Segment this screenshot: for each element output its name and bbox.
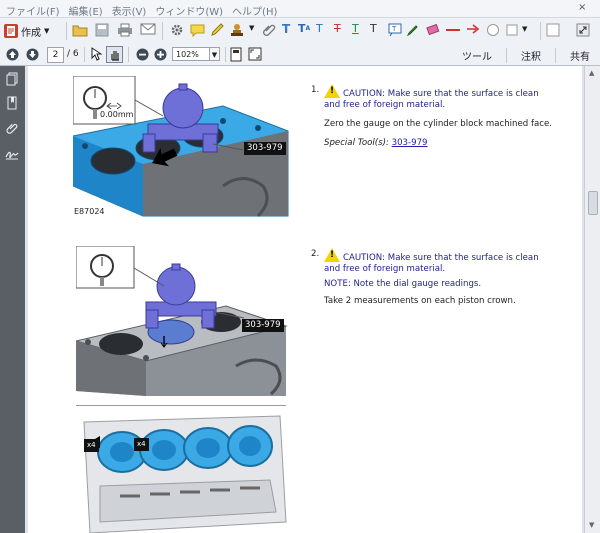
comment-icon[interactable] — [190, 23, 205, 37]
page-number-input[interactable]: 2 — [47, 47, 64, 63]
print-icon[interactable] — [117, 23, 133, 37]
gauge-reading: 0.00mm — [100, 110, 134, 119]
right-panel-links: ツール 注釈 共有 — [462, 48, 590, 63]
text-callout-icon[interactable]: T — [388, 23, 402, 37]
zoom-level-input[interactable]: 102% — [172, 47, 210, 61]
menu-close-icon[interactable]: × — [578, 2, 587, 13]
replace-text-icon[interactable]: T — [316, 22, 323, 35]
menu-edit[interactable]: 編集(E) — [68, 7, 103, 18]
tool-callout-1: 303-979 — [244, 142, 286, 155]
special-tools: Special Tool(s): 303-979 — [324, 138, 554, 149]
instruction-text: Take 2 measurements on each piston crown… — [324, 296, 516, 306]
caution-text: CAUTION: Make sure that the surface is c… — [324, 248, 554, 275]
comment-link[interactable]: 注釈 — [521, 52, 541, 63]
navigation-rail — [0, 66, 25, 533]
rectangle-icon[interactable] — [505, 23, 519, 37]
scroll-thumb[interactable] — [588, 191, 598, 215]
caution-text: CAUTION: Make sure that the surface is c… — [324, 84, 554, 111]
menu-window[interactable]: ウィンドウ(W) — [155, 7, 224, 18]
scroll-up-icon[interactable]: ▲ — [589, 69, 595, 77]
figure-2-illustration — [76, 246, 288, 396]
count-tag-right: x4 — [134, 438, 149, 451]
save-icon[interactable] — [95, 23, 109, 37]
underline-text-icon[interactable]: T — [352, 22, 359, 35]
menu-bar: ファイル(F) 編集(E) 表示(V) ウィンドウ(W) ヘルプ(H) × — [0, 0, 600, 18]
oval-icon[interactable] — [486, 23, 500, 37]
shape-dropdown-icon[interactable]: ▼ — [522, 25, 528, 33]
text-box-icon[interactable]: T — [370, 22, 377, 35]
line-icon[interactable] — [446, 29, 460, 31]
navigation-toolbar: 2 / 6 102% ▼ ツール 注釈 共有 — [0, 44, 600, 66]
note-text: NOTE: Note the dial gauge readings. — [324, 279, 482, 289]
section-divider — [76, 405, 286, 406]
zoom-out-icon[interactable] — [136, 48, 149, 61]
page-up-icon[interactable] — [6, 48, 19, 61]
zoom-in-icon[interactable] — [154, 48, 167, 61]
gear-icon[interactable] — [170, 23, 184, 37]
email-icon[interactable] — [140, 23, 156, 35]
bookmarks-icon[interactable] — [5, 96, 19, 110]
fit-page-icon[interactable] — [230, 47, 242, 62]
document-page: 0.00mm 303-979 E87024 1. CAUTION: Make s… — [28, 66, 582, 533]
menu-help[interactable]: ヘルプ(H) — [232, 7, 278, 18]
open-folder-icon[interactable] — [72, 23, 88, 37]
step-body: CAUTION: Make sure that the surface is c… — [324, 84, 554, 149]
special-tools-label: Special Tool(s): — [324, 138, 389, 148]
step-number: 1. — [311, 85, 320, 95]
hand-tool-icon[interactable] — [106, 46, 123, 63]
signatures-icon[interactable] — [5, 146, 19, 160]
divider — [506, 48, 507, 63]
arrow-icon[interactable] — [466, 23, 481, 35]
instruction-text: Zero the gauge on the cylinder block mac… — [324, 119, 552, 129]
create-label: 作成 — [21, 27, 41, 39]
page-thumbnails-icon[interactable] — [5, 72, 19, 86]
strikethrough-text-icon[interactable]: T — [334, 22, 341, 35]
warning-triangle-icon — [324, 248, 340, 262]
stamp-dropdown-icon[interactable]: ▼ — [249, 24, 255, 32]
chevron-down-icon: ▼ — [44, 27, 50, 35]
expand-icon[interactable] — [576, 23, 590, 37]
step-body: CAUTION: Make sure that the surface is c… — [324, 248, 554, 307]
page-total: / 6 — [67, 49, 79, 59]
eraser-icon[interactable] — [426, 24, 440, 36]
figure-1-illustration — [73, 76, 289, 218]
stamp-icon[interactable] — [230, 23, 245, 37]
menu-file[interactable]: ファイル(F) — [6, 7, 60, 18]
menu-view[interactable]: 表示(V) — [111, 7, 147, 18]
warning-triangle-icon — [324, 84, 340, 98]
attachments-icon[interactable] — [5, 121, 19, 135]
page-down-icon[interactable] — [26, 48, 39, 61]
step-number: 2. — [311, 249, 320, 259]
full-screen-icon[interactable] — [248, 47, 262, 61]
count-tag-left: x4 — [84, 439, 99, 452]
text-edit-icon[interactable]: T — [282, 22, 291, 36]
create-pdf-icon — [4, 24, 18, 38]
special-tools-link[interactable]: 303-979 — [391, 138, 428, 148]
zoom-dropdown-icon[interactable]: ▼ — [210, 47, 220, 61]
attach-icon[interactable] — [262, 23, 276, 37]
svg-text:T: T — [391, 25, 397, 33]
tool-callout-2: 303-979 — [242, 319, 284, 332]
share-link[interactable]: 共有 — [570, 52, 590, 63]
highlight-pen-icon[interactable] — [210, 23, 225, 37]
more-tools-icon[interactable] — [546, 23, 560, 37]
scroll-down-icon[interactable]: ▼ — [589, 521, 595, 529]
divider — [555, 48, 556, 63]
pencil-icon[interactable] — [406, 23, 420, 37]
figure-code: E87024 — [74, 207, 105, 216]
create-button[interactable]: 作成 ▼ — [4, 22, 49, 40]
tools-link[interactable]: ツール — [462, 52, 492, 63]
select-cursor-icon[interactable] — [90, 47, 102, 61]
figure-3-illustration — [83, 415, 287, 533]
vertical-scrollbar[interactable]: ▲ ▼ — [584, 66, 600, 533]
menu-items: ファイル(F) 編集(E) 表示(V) ウィンドウ(W) ヘルプ(H) — [6, 3, 277, 18]
